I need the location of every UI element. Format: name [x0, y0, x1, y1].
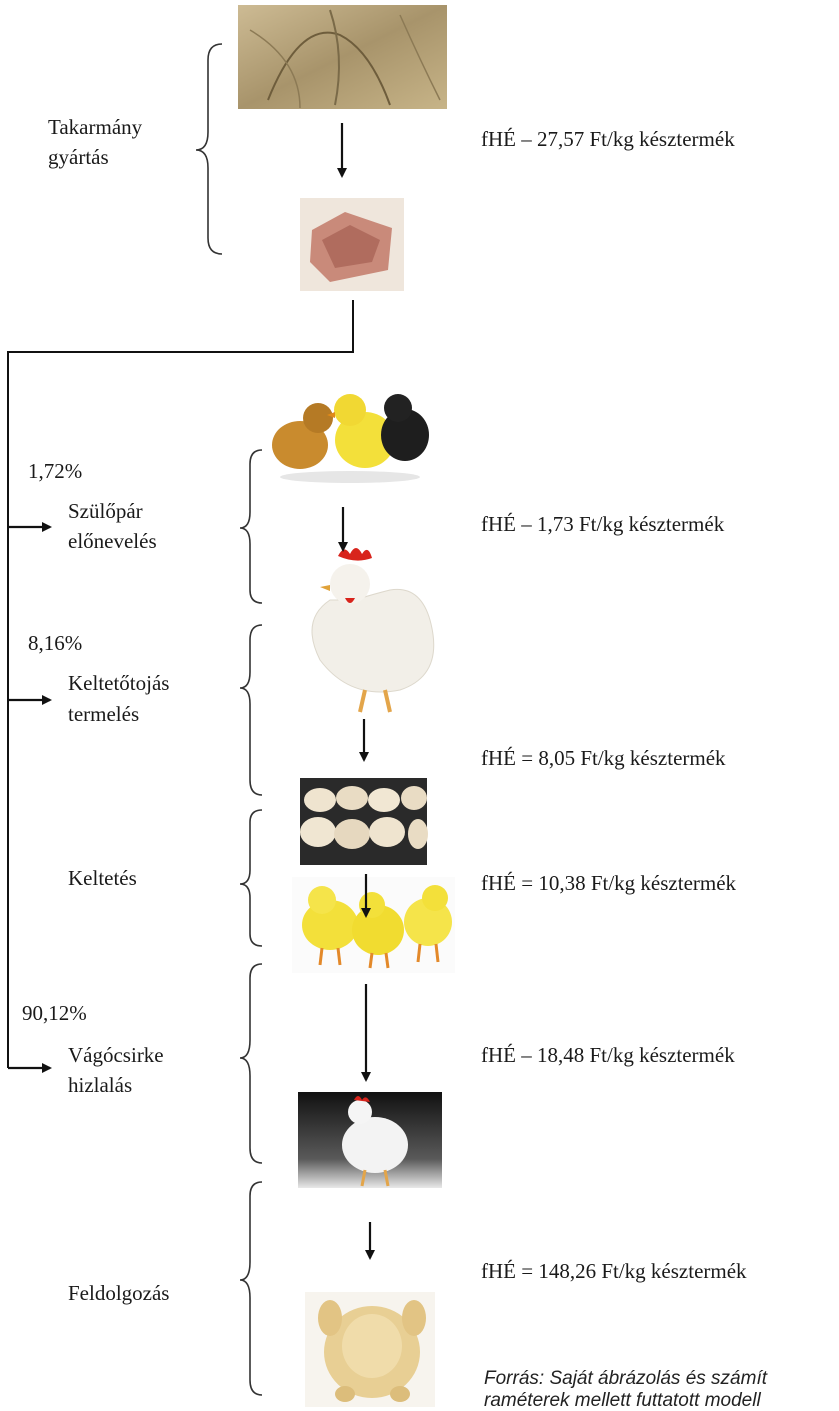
- stage-szulopar-label: 1,72% Szülőpár előnevelés: [28, 459, 157, 553]
- stage-keltetes-label: Keltetés: [68, 866, 137, 890]
- stage-keltetotojas-label: 8,16% Keltetőtojás termelés: [28, 631, 169, 726]
- hen-image: [312, 548, 434, 712]
- brace-takarmany: [196, 44, 222, 254]
- broiler-chicken-image: [298, 1092, 442, 1188]
- stage-value-takarmany: fHÉ – 27,57 Ft/kg késztermék: [481, 127, 735, 151]
- brace-szulopar: [240, 450, 262, 603]
- processed-chicken-image: [305, 1292, 435, 1407]
- yellow-chicks-image: [292, 877, 455, 973]
- brace-vagocsirke: [240, 964, 262, 1163]
- stage-label-line1: Takarmány: [48, 115, 143, 139]
- stage-label-line2: hizlalás: [68, 1073, 132, 1097]
- stage-label-line1: Keltetőtojás: [68, 671, 169, 695]
- stage-value-vagocsirke: fHÉ – 18,48 Ft/kg késztermék: [481, 1043, 735, 1067]
- stage-value-keltetes: fHÉ = 10,38 Ft/kg késztermék: [481, 871, 737, 895]
- wheat-field-image: [238, 5, 447, 109]
- stage-label-line1: Keltetés: [68, 866, 137, 890]
- stage-label-line2: termelés: [68, 702, 139, 726]
- feed-share-percent: 8,16%: [28, 631, 82, 655]
- stage-value-keltetotojas: fHÉ = 8,05 Ft/kg késztermék: [481, 746, 726, 770]
- stage-value-feldolgozas: fHÉ = 148,26 Ft/kg késztermék: [481, 1259, 747, 1283]
- source-note-line2: raméterek mellett futtatott modell: [484, 1390, 761, 1411]
- stage-value-szulopar: fHÉ – 1,73 Ft/kg késztermék: [481, 512, 725, 536]
- stage-feldolgozas-label: Feldolgozás: [68, 1281, 169, 1305]
- source-note-line1: Forrás: Saját ábrázolás és számít: [484, 1368, 768, 1389]
- stage-label-line1: Feldolgozás: [68, 1281, 169, 1305]
- stage-takarmany-label: Takarmány gyártás: [48, 115, 143, 169]
- feed-share-percent: 1,72%: [28, 459, 82, 483]
- brace-keltetes: [240, 810, 262, 946]
- stage-braces: [196, 44, 262, 1395]
- eggs-image: [300, 778, 428, 865]
- feed-meal-image: [300, 198, 404, 291]
- chicks-image: [272, 394, 429, 483]
- feed-share-percent: 90,12%: [22, 1001, 87, 1025]
- stage-label-line1: Vágócsirke: [68, 1043, 164, 1067]
- stage-vagocsirke-label: 90,12% Vágócsirke hizlalás: [22, 1001, 164, 1097]
- brace-feldolgozas: [240, 1182, 262, 1395]
- stage-label-line2: gyártás: [48, 145, 109, 169]
- stage-label-line2: előnevelés: [68, 529, 157, 553]
- stage-label-line1: Szülőpár: [68, 499, 143, 523]
- brace-keltetotojas: [240, 625, 262, 795]
